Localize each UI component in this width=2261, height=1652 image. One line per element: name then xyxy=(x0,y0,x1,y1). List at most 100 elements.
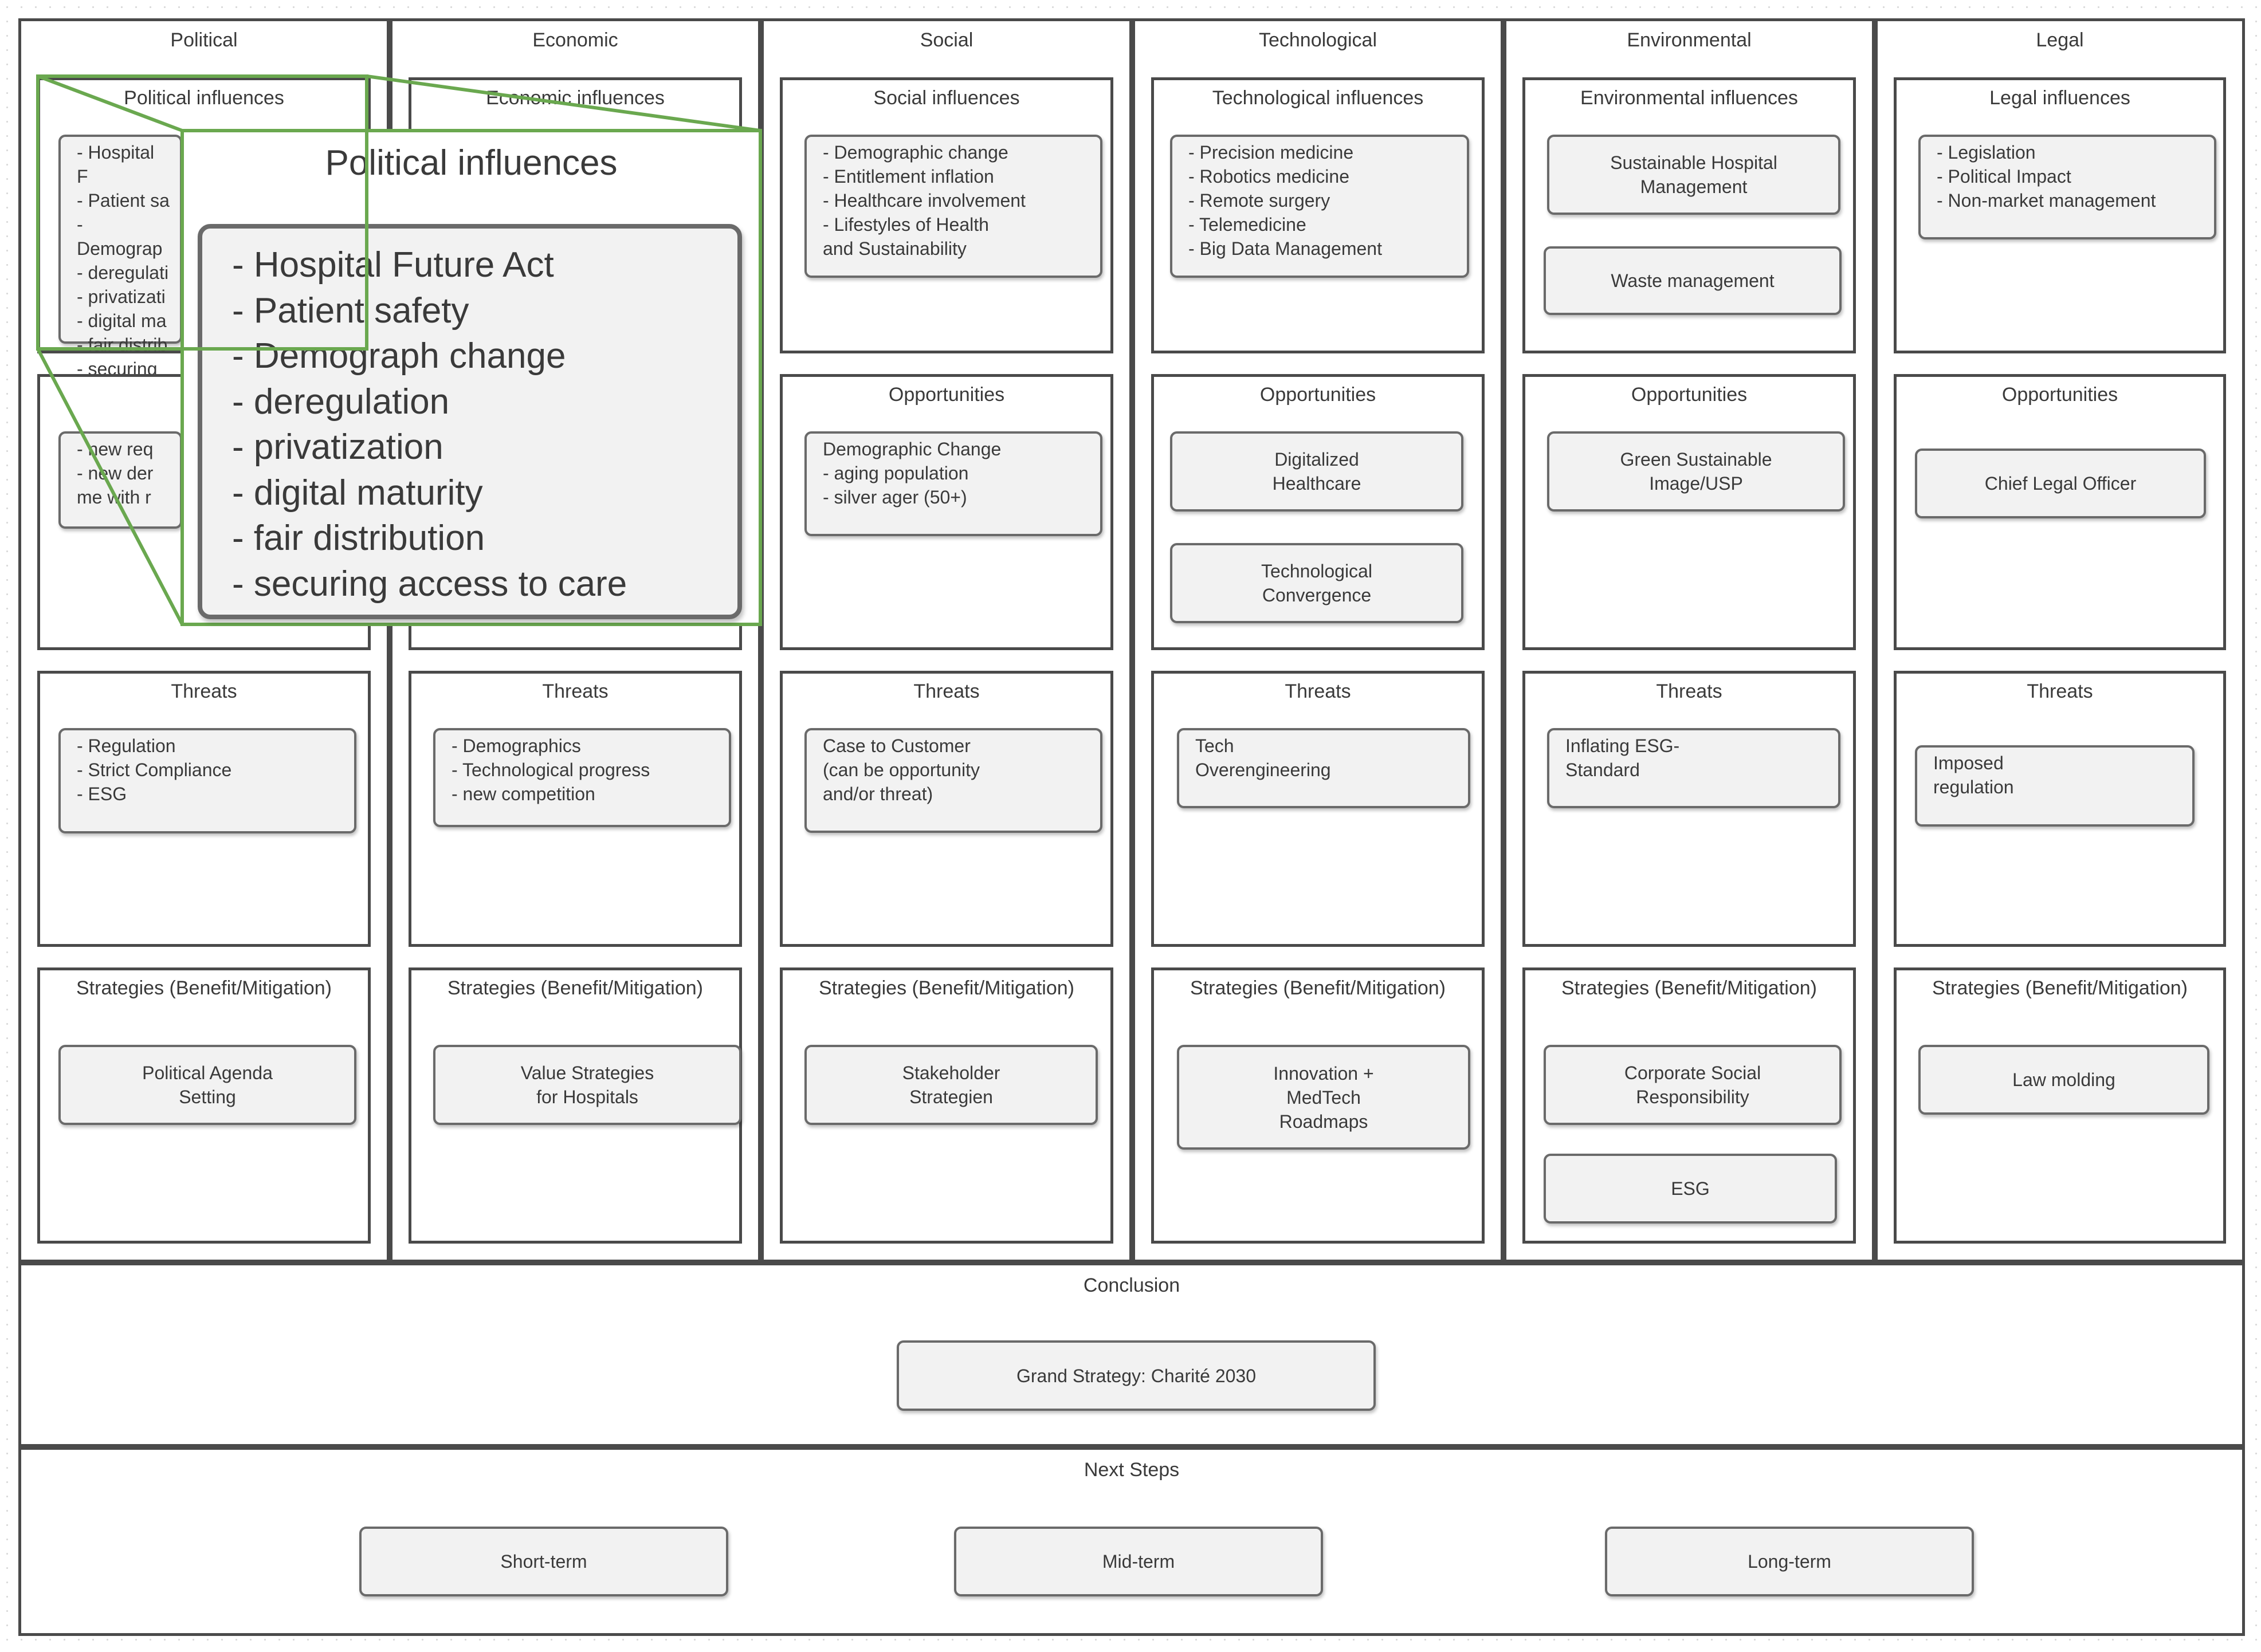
column-title: Economic xyxy=(532,29,618,51)
influences-item: - Legislation xyxy=(1937,142,2036,163)
threats-card[interactable]: - Regulation- Strict Compliance- ESG xyxy=(58,728,356,833)
strategies-title: Strategies (Benefit/Mitigation) xyxy=(448,977,703,999)
opportunities-title: Opportunities xyxy=(1631,384,1748,406)
strategies-card[interactable]: Stakeholder Strategien xyxy=(804,1045,1098,1125)
influences-card[interactable]: - Legislation- Political Impact- Non-mar… xyxy=(1918,135,2216,239)
influences-card[interactable]: - Precision medicine - Robotics medicine -… xyxy=(1170,135,1469,278)
strategies-card[interactable]: ESG xyxy=(1544,1154,1837,1224)
threats-card[interactable]: - Demographics - Technological progress - … xyxy=(433,728,731,827)
strategies-title: Strategies (Benefit/Mitigation) xyxy=(76,977,332,999)
strategies-card[interactable]: Innovation + MedTech Roadmaps xyxy=(1177,1045,1470,1150)
strategies-title: Strategies (Benefit/Mitigation) xyxy=(819,977,1074,999)
strategies-card[interactable]: Political Agenda Setting xyxy=(58,1045,356,1125)
threats-section: Threats- Regulation- Strict Compliance- … xyxy=(37,671,371,947)
threats-item: and/or threat) xyxy=(823,784,933,804)
influences-title: Environmental influences xyxy=(1580,87,1798,109)
threats-card[interactable]: Imposed regulation xyxy=(1915,745,2195,827)
influences-title: Economic influences xyxy=(486,87,665,109)
influences-title: Legal influences xyxy=(1989,87,2130,109)
threats-title: Threats xyxy=(171,681,237,702)
threats-item: - Technological progress xyxy=(452,760,650,780)
influences-card[interactable]: Sustainable Hospital Management xyxy=(1547,135,1840,215)
zoom-item: - digital maturity xyxy=(232,473,483,513)
strategies-section: Strategies (Benefit/Mitigation) Corporate… xyxy=(1522,967,1856,1244)
influences-item: - Precision medicine xyxy=(1188,142,1354,163)
influences-item: and Sustainability xyxy=(823,238,967,259)
next-steps-section: Next Steps Short-term Mid-term Long-term xyxy=(18,1447,2245,1636)
short-term-card[interactable]: Short-term xyxy=(359,1527,728,1596)
strategies-title: Strategies (Benefit/Mitigation) xyxy=(1561,977,1817,999)
influences-item: - Robotics medicine xyxy=(1188,166,1349,187)
conclusion-section: Conclusion Grand Strategy: Charité 2030 xyxy=(18,1262,2245,1447)
strategies-card[interactable]: Corporate Social Responsibility xyxy=(1544,1045,1842,1125)
strategies-title: Strategies (Benefit/Mitigation) xyxy=(1190,977,1446,999)
strategies-card[interactable]: Value Strategies for Hospitals xyxy=(433,1045,741,1125)
threats-item: - ESG xyxy=(77,784,127,804)
long-term-card[interactable]: Long-term xyxy=(1605,1527,1974,1596)
threats-title: Threats xyxy=(2027,681,2093,702)
threats-item: regulation xyxy=(1933,777,2014,797)
mid-term-card[interactable]: Mid-term xyxy=(954,1527,1323,1596)
zoom-item: - securing access to care xyxy=(232,564,627,604)
threats-item: - Demographics xyxy=(452,735,581,756)
threats-item: Imposed xyxy=(1933,753,2004,773)
influences-item: - Remote surgery xyxy=(1188,190,1330,211)
influences-card[interactable]: - Hospital F- Patient sa- Demograp- dere… xyxy=(58,135,182,403)
influences-item: - privatizati xyxy=(77,286,166,307)
influences-item: - Entitlement inflation xyxy=(823,166,994,187)
threats-title: Threats xyxy=(913,681,980,702)
opportunities-item: - new der xyxy=(77,463,154,483)
influences-item: - Patient sa xyxy=(77,190,170,211)
opportunities-card[interactable]: Green Sustainable Image/USP xyxy=(1547,431,1845,512)
influences-item: - Healthcare involvement xyxy=(823,190,1026,211)
opportunities-card[interactable]: Technological Convergence xyxy=(1170,543,1463,623)
opportunities-card[interactable]: Chief Legal Officer xyxy=(1915,449,2206,518)
opportunities-card[interactable]: Digitalized Healthcare xyxy=(1170,431,1463,512)
next-steps-title: Next Steps xyxy=(1084,1459,1180,1481)
strategies-section: Strategies (Benefit/Mitigation) Innovatio… xyxy=(1151,967,1485,1244)
zoom-title: Political influences xyxy=(325,143,618,183)
influences-item: - Telemedicine xyxy=(1188,214,1306,235)
influences-card[interactable]: - Demographic change - Entitlement inflat… xyxy=(804,135,1102,278)
threats-item: - Strict Compliance xyxy=(77,760,232,780)
conclusion-title: Conclusion xyxy=(1083,1275,1180,1296)
influences-item: - Demographic change xyxy=(823,142,1008,163)
zoom-item: - fair distribution xyxy=(232,518,485,558)
influences-title: Social influences xyxy=(873,87,1020,109)
strategies-card[interactable]: Law molding xyxy=(1918,1045,2209,1115)
threats-item: Standard xyxy=(1565,760,1640,780)
grand-strategy-card[interactable]: Grand Strategy: Charité 2030 xyxy=(897,1340,1376,1411)
threats-title: Threats xyxy=(1285,681,1351,702)
opportunities-item: - aging population xyxy=(823,463,969,483)
zoom-item: - Demograph change xyxy=(232,336,566,376)
opportunities-card[interactable]: Demographic Change- aging population- si… xyxy=(804,431,1102,536)
threats-item: - new competition xyxy=(452,784,595,804)
strategies-section: Strategies (Benefit/Mitigation) Stakehold… xyxy=(780,967,1113,1244)
influences-item: - Big Data Management xyxy=(1188,238,1382,259)
zoom-influences-card: - Hospital Future Act - Patient safety -… xyxy=(198,224,742,619)
zoom-item: - deregulation xyxy=(232,381,450,422)
opportunities-title: Opportunities xyxy=(1259,384,1376,406)
influences-card[interactable]: Waste management xyxy=(1544,246,1842,315)
influences-item: - Hospital F xyxy=(77,142,155,187)
influences-section: Social influences - Demographic change - E… xyxy=(780,77,1113,353)
threats-section: Threats- Demographics- Technological pro… xyxy=(409,671,742,947)
opportunities-item: - silver ager (50+) xyxy=(823,487,967,508)
strategies-section: Strategies (Benefit/Mitigation)Law moldi… xyxy=(1894,967,2226,1244)
influences-item: - Non-market management xyxy=(1937,190,2156,211)
column-title: Social xyxy=(920,29,974,51)
threats-card[interactable]: Inflating ESG-Standard xyxy=(1547,728,1840,808)
column-title: Environmental xyxy=(1627,29,1752,51)
